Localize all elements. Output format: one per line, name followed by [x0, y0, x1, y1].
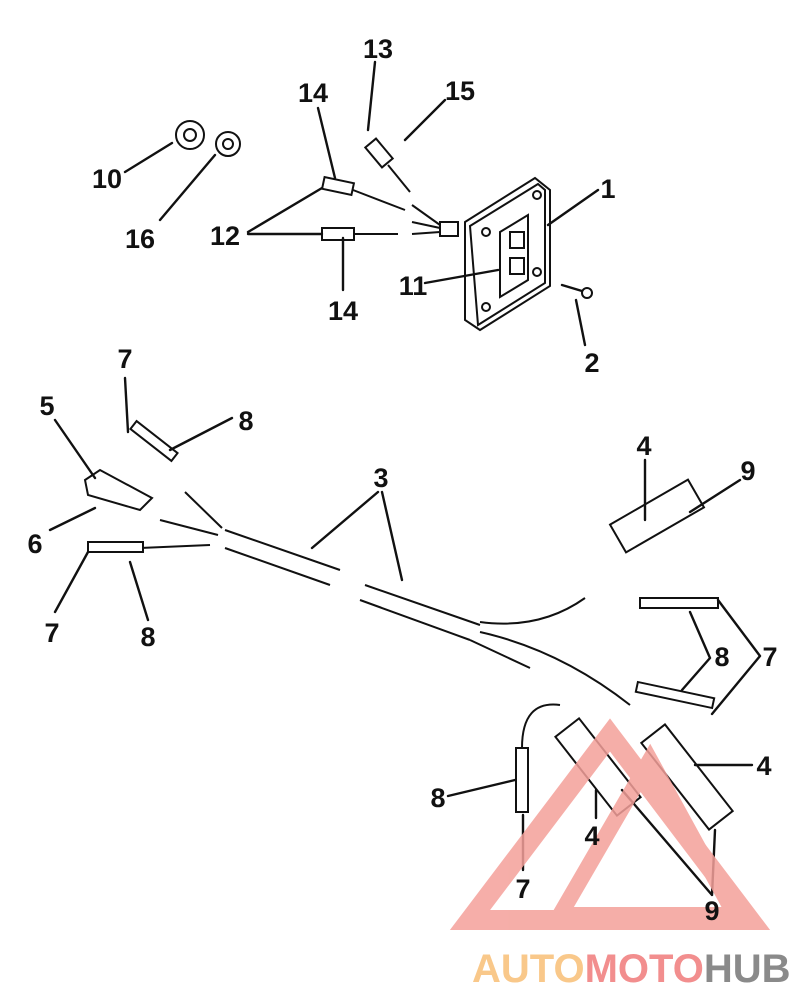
callout-4c: 4	[584, 821, 599, 851]
callout-6: 6	[27, 529, 42, 559]
watermark-moto: MOTO	[585, 947, 704, 991]
callout-7b: 7	[44, 618, 59, 648]
callout-14b: 14	[328, 296, 358, 326]
wire-harness-3	[139, 491, 631, 706]
callout-8d: 8	[430, 783, 445, 813]
callout-1: 1	[600, 174, 615, 204]
watermark-logo	[449, 718, 771, 930]
leader-lines	[48, 60, 762, 897]
callout-8c: 8	[714, 642, 729, 672]
washer-16	[215, 131, 241, 157]
callout-11: 11	[399, 271, 428, 301]
callout-9: 9	[740, 456, 755, 486]
callout-8: 8	[238, 406, 253, 436]
callout-13: 13	[363, 34, 393, 64]
callout-16: 16	[125, 224, 155, 254]
watermark-hub: HUB	[704, 947, 791, 991]
callout-7d: 7	[515, 874, 530, 904]
callout-9b: 9	[704, 896, 719, 926]
callout-5: 5	[39, 391, 54, 421]
screw-2	[560, 283, 593, 299]
callout-4: 4	[636, 431, 651, 461]
nut-10	[175, 120, 205, 150]
callout-10: 10	[92, 164, 122, 194]
connector-5	[83, 468, 154, 512]
callout-14: 14	[298, 78, 328, 108]
callout-12: 12	[210, 221, 240, 251]
callout-7: 7	[117, 344, 132, 374]
watermark-auto: AUTO	[472, 947, 585, 991]
callout-4b: 4	[756, 751, 771, 781]
terminals	[320, 137, 459, 241]
callout-2: 2	[584, 348, 599, 378]
watermark-text: AUTOMOTOHUB	[472, 947, 791, 991]
switch-panel-1	[464, 176, 551, 332]
callout-3: 3	[373, 463, 388, 493]
callout-7c: 7	[762, 642, 777, 672]
callout-15: 15	[445, 76, 475, 106]
callout-8b: 8	[140, 622, 155, 652]
